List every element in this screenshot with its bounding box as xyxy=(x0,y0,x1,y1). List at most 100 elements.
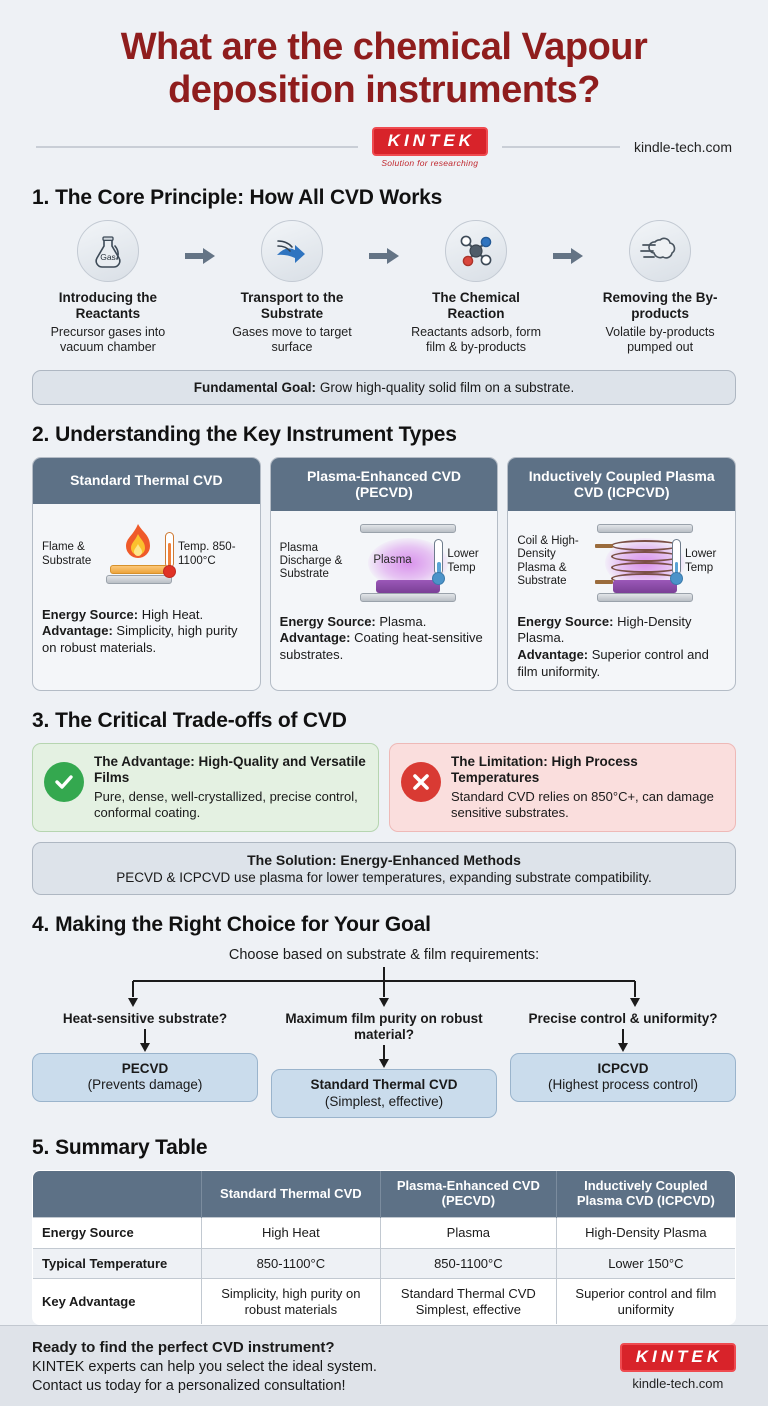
card-1-illustration: Flame & Substrate xyxy=(42,512,251,598)
flow-step-1: Gas Introducing the Reactants Precursor … xyxy=(36,219,180,356)
card-1-title: Standard Thermal CVD xyxy=(33,457,260,504)
svg-text:Gas: Gas xyxy=(100,252,116,262)
card-2-title: Plasma-Enhanced CVD (PECVD) xyxy=(270,457,498,511)
table-header-row: Standard Thermal CVD Plasma-Enhanced CVD… xyxy=(33,1171,735,1218)
card-3-energy-value: High-Density Plasma. xyxy=(517,613,692,646)
thermometer-cold-icon xyxy=(670,538,684,585)
row-3-cell-3: Superior control and film uniformity xyxy=(556,1278,735,1325)
card-3-body: Coil & High-Density Plasma & Substrate xyxy=(508,511,735,691)
molecule-icon xyxy=(445,219,508,282)
top-electrode xyxy=(359,523,456,533)
footer-cta: Ready to find the perfect CVD instrument… xyxy=(0,1325,768,1406)
limitation-text-group: The Limitation: High Process Temperature… xyxy=(451,754,724,821)
card-2-body: Plasma Discharge & Substrate Plasma xyxy=(271,511,498,691)
thermometer-hot-icon xyxy=(163,531,176,578)
bottom-electrode xyxy=(597,592,694,602)
branch-1: Heat-sensitive substrate? PECVD (Prevent… xyxy=(32,1011,258,1118)
row-3-label: Key Advantage xyxy=(33,1278,202,1325)
instrument-type-cards: Standard Thermal CVD Flame & Substrate xyxy=(32,456,737,692)
branch-3-note: (Highest process control) xyxy=(547,1077,699,1093)
substrate xyxy=(613,579,678,593)
flow-step-3-title: The Chemical Reaction xyxy=(432,289,520,321)
table-row: Energy Source High Heat Plasma High-Dens… xyxy=(33,1216,735,1249)
card-3-adv-label: Advantage: xyxy=(517,646,589,662)
substrate xyxy=(375,579,440,593)
bottom-electrode xyxy=(359,592,456,602)
section-3-heading: 3.The Critical Trade-offs of CVD xyxy=(32,709,736,733)
branch-1-question: Heat-sensitive substrate? xyxy=(62,1010,228,1026)
coil-lead-top xyxy=(595,543,614,548)
card-1-temp-label: Temp. 850-1100°C xyxy=(178,541,236,567)
branch-2-note: (Simplest, effective) xyxy=(324,1093,444,1109)
card-3-illustration: Coil & High-Density Plasma & Substrate xyxy=(517,519,726,605)
flame-icon xyxy=(106,523,172,584)
card-3-text: Energy Source: High-Density Plasma. Adva… xyxy=(517,614,726,681)
card-3-temp-group: Lower Temp xyxy=(670,538,726,585)
substrate-plate xyxy=(106,574,172,584)
section-3-number: 3. xyxy=(32,709,50,733)
row-2-cell-1: 850-1100°C xyxy=(201,1247,381,1279)
card-2-text: Energy Source: Plasma. Advantage: Coatin… xyxy=(280,614,489,664)
advantage-card: The Advantage: High-Quality and Versatil… xyxy=(32,743,379,832)
fundamental-goal-bar: Fundamental Goal: Grow high-quality soli… xyxy=(32,369,736,405)
kintek-logo: KINTEK Solution for researching xyxy=(371,127,488,168)
section-5-title: Summary Table xyxy=(55,1136,208,1160)
advantage-text-group: The Advantage: High-Quality and Versatil… xyxy=(94,754,367,821)
page-title: What are the chemical Vapour deposition … xyxy=(120,26,648,111)
branch-3: Precise control & uniformity? ICPCVD (Hi… xyxy=(510,1011,736,1118)
footer-text-group: Ready to find the perfect CVD instrument… xyxy=(32,1338,377,1395)
kintek-logo-text: KINTEK xyxy=(371,127,488,156)
divider-right xyxy=(501,146,620,149)
flow-arrow-1 xyxy=(180,220,220,264)
footer-site-url: kindle-tech.com xyxy=(632,1375,724,1391)
footer-kintek-logo: KINTEK xyxy=(619,1343,736,1372)
fundamental-goal-text: Grow high-quality solid film on a substr… xyxy=(319,379,575,395)
card-3-title: Inductively Coupled Plasma CVD (ICPCVD) xyxy=(508,457,736,511)
card-3-temp-label: Lower Temp xyxy=(685,548,717,574)
card-2-adv-label: Advantage: xyxy=(279,630,351,646)
card-2-temp-label: Lower Temp xyxy=(447,548,479,574)
section-1-title: The Core Principle: How All CVD Works xyxy=(55,185,443,209)
branch-2-question: Maximum film purity on robust material? xyxy=(285,1010,483,1042)
solution-bar: The Solution: Energy-Enhanced Methods PE… xyxy=(32,841,736,895)
row-1-label: Energy Source xyxy=(33,1216,202,1249)
x-circle-icon xyxy=(401,762,441,803)
card-3-adv-value: Superior control and film uniformity. xyxy=(517,646,709,679)
flow-step-1-title: Introducing the Reactants xyxy=(58,289,158,321)
advantage-text: Pure, dense, well-crystallized, precise … xyxy=(94,788,358,820)
card-1-temp-group: Temp. 850-1100°C xyxy=(163,531,251,578)
summary-table: Standard Thermal CVD Plasma-Enhanced CVD… xyxy=(32,1170,736,1326)
exhaust-cloud-icon xyxy=(629,219,692,282)
decision-tree-connectors xyxy=(32,966,736,1011)
site-url-header: kindle-tech.com xyxy=(633,139,732,156)
section-4-heading: 4.Making the Right Choice for Your Goal xyxy=(32,913,736,937)
card-1-energy-value: High Heat. xyxy=(141,606,204,622)
gas-flow-arrow-icon xyxy=(260,219,323,282)
card-2-adv-value: Coating heat-sensitive substrates. xyxy=(279,630,483,662)
check-circle-icon xyxy=(44,762,84,803)
section-4-number: 4. xyxy=(32,912,50,936)
card-1-adv-label: Advantage: xyxy=(42,623,113,639)
card-1-body: Flame & Substrate xyxy=(33,504,260,691)
top-electrode xyxy=(597,523,694,533)
row-3-cell-1: Simplicity, high purity on robust materi… xyxy=(201,1278,381,1325)
solution-text: PECVD & ICPCVD use plasma for lower temp… xyxy=(116,869,652,885)
summary-table-body: Energy Source High Heat Plasma High-Dens… xyxy=(33,1216,735,1325)
limitation-card: The Limitation: High Process Temperature… xyxy=(389,743,736,832)
card-2-energy-label: Energy Source: xyxy=(279,613,376,629)
flow-step-2: Transport to the Substrate Gases move to… xyxy=(220,219,364,356)
section-5-heading: 5.Summary Table xyxy=(32,1136,736,1160)
card-1-illus-label: Flame & Substrate xyxy=(42,541,92,567)
branch-2-result: Standard Thermal CVD (Simplest, effectiv… xyxy=(271,1069,497,1119)
row-1-cell-2: Plasma xyxy=(380,1216,557,1249)
card-1-energy-label: Energy Source: xyxy=(42,606,139,622)
plasma-reactor-icon: Plasma xyxy=(354,522,456,602)
branch-1-arrow xyxy=(32,1027,258,1053)
row-3-cell-2: Standard Thermal CVD Simplest, effective xyxy=(380,1278,557,1325)
row-2-cell-3: Lower 150°C xyxy=(556,1247,735,1279)
branch-2: Maximum film purity on robust material? … xyxy=(271,1010,497,1119)
flow-step-1-desc: Precursor gases into vacuum chamber xyxy=(50,325,166,355)
section-2-title: Understanding the Key Instrument Types xyxy=(55,422,457,446)
process-flow: Gas Introducing the Reactants Precursor … xyxy=(32,219,736,356)
kintek-tagline: Solution for researching xyxy=(381,157,479,168)
